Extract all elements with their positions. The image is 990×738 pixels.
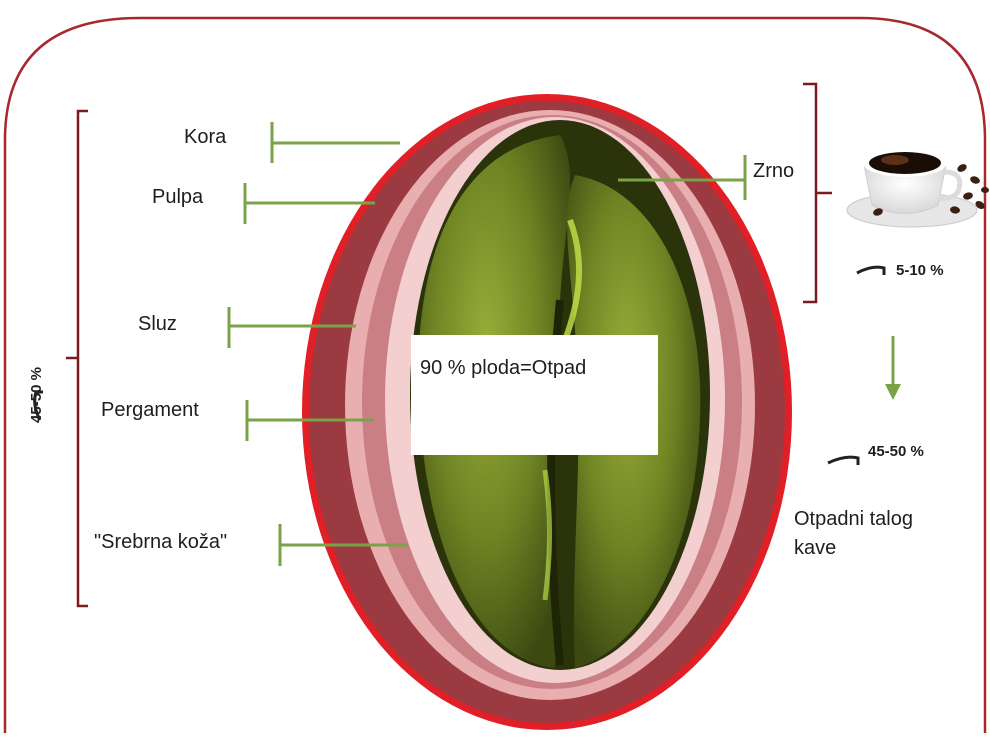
waste-percentage-text: 90 % ploda=Otpad [420,357,586,380]
spent-grounds-label-line1: Otpadni talog [794,505,913,534]
layer-label-pergament: Pergament [101,398,199,422]
spent-grounds-label: Otpadni talog kave [794,505,913,563]
spent-grounds-label-line2: kave [794,534,913,563]
waste-percentage-box: 90 % ploda=Otpad [411,335,658,455]
coffee-cup-icon [847,149,977,227]
down-arrow-icon [885,336,901,400]
layer-label-sluz: Sluz [138,312,177,336]
bean-percentage: 5-10 % [896,262,944,279]
approx-mark-ground [828,457,858,465]
layer-label-silver-skin: "Srebrna koža" [94,530,227,554]
layer-label-kora: Kora [184,125,226,149]
left-bracket [66,111,88,606]
layers-percentage: 45-50 % [28,365,45,425]
layer-label-pulpa: Pulpa [152,185,203,209]
bean-label: Zrno [753,159,794,183]
approx-mark-bean [857,267,884,275]
ground-percentage: 45-50 % [868,443,924,460]
right-bracket [803,84,832,302]
